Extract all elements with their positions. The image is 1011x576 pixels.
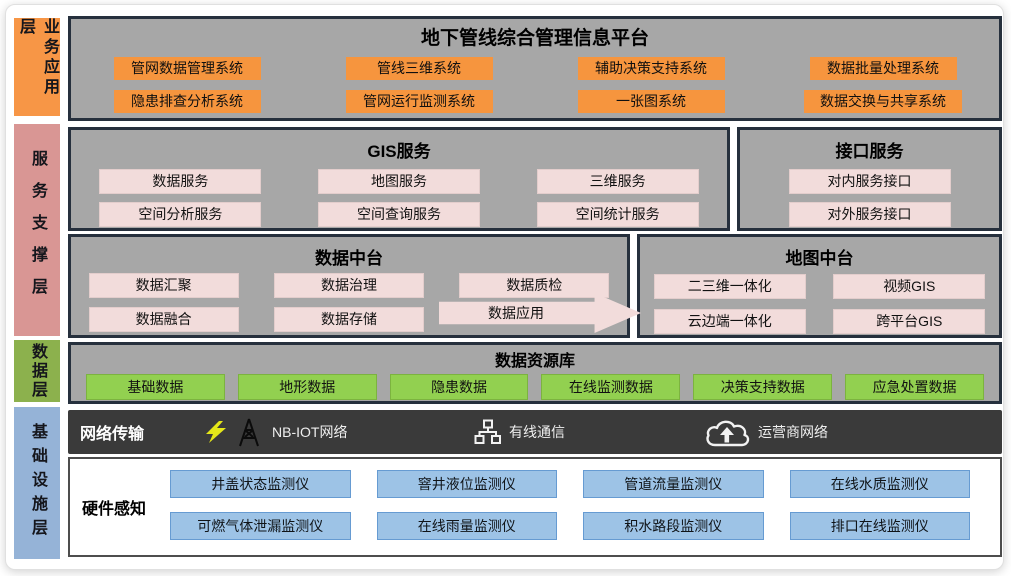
map-platform-box: 二三维一体化 [653, 274, 806, 299]
data-platform-box: 数据治理 [273, 273, 424, 298]
data-platform-panel: 数据中台 数据汇聚 数据治理 数据质检 数据融合 数据存储 数据应用 [68, 234, 641, 338]
gis-service-box: 空间分析服务 [99, 202, 262, 227]
hardware-devices-grid: 井盖状态监测仪 窨井液位监测仪 管道流量监测仪 在线水质监测仪 可燃气体泄漏监测… [170, 470, 970, 540]
map-platform-grid: 二三维一体化 视频GIS 云边端一体化 跨平台GIS [640, 274, 999, 334]
data-platform-box: 数据存储 [273, 307, 424, 332]
map-platform-box: 视频GIS [833, 274, 986, 299]
lightning-icon [206, 421, 226, 443]
network-link-label: 运营商网络 [758, 424, 828, 440]
device-box: 积水路段监测仪 [583, 512, 764, 540]
interface-services-panel: 接口服务 对内服务接口 对外服务接口 [737, 127, 1002, 231]
device-box: 管道流量监测仪 [583, 470, 764, 498]
data-repository-box: 基础数据 [86, 374, 225, 400]
app-system-box: 辅助决策支持系统 [577, 57, 725, 80]
data-platform-box: 数据质检 [459, 273, 610, 298]
data-platform-title: 数据中台 [315, 249, 383, 268]
device-box: 在线水质监测仪 [789, 470, 970, 498]
gis-services-grid: 数据服务 地图服务 三维服务 空间分析服务 空间查询服务 空间统计服务 [71, 169, 727, 227]
map-platform-title: 地图中台 [785, 249, 854, 268]
network-link-nbiot: NB-IOT网络 [206, 410, 347, 454]
gis-service-box: 空间查询服务 [317, 202, 480, 227]
gis-services-title: GIS服务 [367, 142, 431, 161]
layer-label-infrastructure: 基础设施层 [14, 407, 60, 559]
network-link-label: 有线通信 [509, 424, 565, 440]
gis-service-box: 数据服务 [99, 169, 262, 194]
layer-label-service-support: 服务支撑层 [14, 124, 60, 336]
interface-services-title: 接口服务 [835, 142, 904, 161]
layer-label-data: 数据层 [14, 340, 60, 402]
map-platform-box: 跨平台GIS [833, 309, 986, 334]
gis-services-panel: GIS服务 数据服务 地图服务 三维服务 空间分析服务 空间查询服务 空间统计服… [68, 127, 730, 231]
interface-services-list: 对内服务接口 对外服务接口 [740, 169, 999, 227]
data-repository-box: 地形数据 [237, 374, 377, 400]
data-repository-box: 隐患数据 [389, 374, 529, 400]
data-repository-row: 基础数据 地形数据 隐患数据 在线监测数据 决策支持数据 应急处置数据 [71, 371, 999, 400]
data-repository-box: 应急处置数据 [845, 374, 984, 400]
cloud-upload-icon [704, 417, 750, 448]
app-system-box: 一张图系统 [577, 90, 725, 113]
data-repository-box: 在线监测数据 [541, 374, 681, 400]
interface-service-box: 对内服务接口 [788, 169, 951, 194]
layer-label-application: 业务应用层 [14, 18, 60, 116]
wired-network-icon [474, 419, 501, 446]
device-box: 可燃气体泄漏监测仪 [170, 512, 351, 540]
application-systems-grid: 管网数据管理系统 管线三维系统 辅助决策支持系统 数据批量处理系统 隐患排查分析… [71, 57, 999, 113]
gis-service-box: 地图服务 [317, 169, 480, 194]
network-transmission-label: 网络传输 [80, 426, 145, 443]
hardware-perception-label: 硬件感知 [82, 501, 147, 518]
hardware-perception-panel: 硬件感知 井盖状态监测仪 窨井液位监测仪 管道流量监测仪 在线水质监测仪 可燃气… [68, 457, 1002, 557]
device-box: 在线雨量监测仪 [376, 512, 557, 540]
data-platform-box: 数据汇聚 [88, 273, 239, 298]
network-link-carrier: 运营商网络 [704, 410, 828, 454]
app-system-box: 管网数据管理系统 [113, 57, 261, 80]
data-platform-grid: 数据汇聚 数据治理 数据质检 数据融合 数据存储 [71, 273, 627, 332]
data-repository-panel: 数据资源库 基础数据 地形数据 隐患数据 在线监测数据 决策支持数据 应急处置数… [68, 342, 1002, 404]
app-system-box: 隐患排查分析系统 [113, 90, 261, 113]
network-transmission-bar: 网络传输 NB-IOT网络 [68, 410, 1002, 454]
app-system-box: 管线三维系统 [345, 57, 493, 80]
signal-tower-icon [234, 417, 264, 447]
gis-service-box: 三维服务 [536, 169, 699, 194]
map-platform-panel: 地图中台 二三维一体化 视频GIS 云边端一体化 跨平台GIS [637, 234, 1002, 338]
app-system-box: 管网运行监测系统 [345, 90, 493, 113]
device-box: 排口在线监测仪 [789, 512, 970, 540]
app-system-box: 数据交换与共享系统 [804, 90, 962, 113]
data-platform-box: 数据融合 [88, 307, 239, 332]
network-link-label: NB-IOT网络 [272, 424, 348, 440]
application-layer-panel: 地下管线综合管理信息平台 管网数据管理系统 管线三维系统 辅助决策支持系统 数据… [68, 16, 1002, 121]
data-repository-title: 数据资源库 [494, 353, 575, 370]
device-box: 窨井液位监测仪 [376, 470, 557, 498]
gis-service-box: 空间统计服务 [536, 202, 699, 227]
interface-service-box: 对外服务接口 [788, 202, 951, 227]
map-platform-box: 云边端一体化 [653, 309, 806, 334]
data-repository-box: 决策支持数据 [693, 374, 833, 400]
device-box: 井盖状态监测仪 [170, 470, 351, 498]
app-system-box: 数据批量处理系统 [809, 57, 957, 80]
platform-title: 地下管线综合管理信息平台 [420, 28, 649, 49]
network-link-wired: 有线通信 [474, 410, 565, 454]
